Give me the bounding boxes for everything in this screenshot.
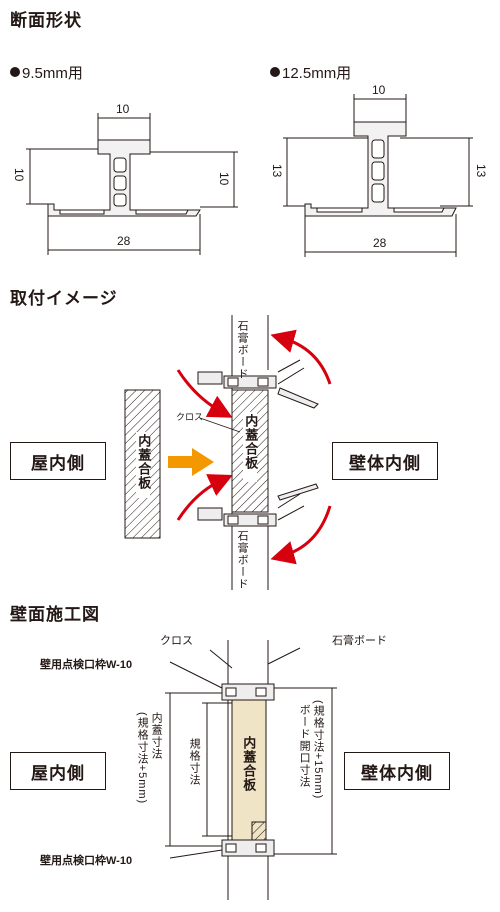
bullet-icon — [270, 67, 280, 77]
dim-left-height: 13 — [270, 164, 284, 178]
bullet-icon — [10, 67, 20, 77]
wall-inside-label: 壁体内側 — [332, 442, 438, 480]
dim-bottom-width: 28 — [117, 234, 131, 248]
frame-top-label: 壁用点検口枠W-10 — [40, 659, 133, 671]
wall-cover-board-label: 内蓋合板 — [241, 736, 257, 792]
dim-top-width: 10 — [116, 102, 130, 116]
dim-top-width: 10 — [372, 83, 386, 97]
cloth-label: クロス — [176, 412, 204, 422]
profile-label-9-5: 9.5mm用 — [10, 62, 83, 83]
dim-right-height: 10 — [217, 172, 231, 186]
std-dim-label: 規格寸法 — [188, 738, 201, 786]
board-opening-label: ボード開口寸法 — [298, 704, 311, 788]
wall-cloth-label: クロス — [160, 635, 193, 647]
profile-label-text: 9.5mm用 — [22, 65, 83, 82]
cover-board-center-label: 内蓋合板 — [243, 414, 259, 470]
section-title-mounting: 取付イメージ — [10, 289, 118, 308]
profile-9-5-drawing — [26, 113, 238, 255]
dim-bottom-width: 28 — [373, 236, 387, 250]
indoor-side-label: 屋内側 — [10, 442, 106, 480]
board-opening-note: (規格寸法+15mm) — [312, 700, 325, 800]
section-title-profile: 断面形状 — [10, 11, 82, 30]
wall-drawing — [165, 640, 337, 900]
wall-gypsum-label: 石膏ボード — [332, 635, 387, 647]
insert-arrow — [168, 448, 214, 476]
gypsum-top-label: 石膏ボード — [236, 320, 249, 380]
mounting-drawing — [124, 315, 319, 590]
dim-left-height: 10 — [12, 168, 26, 182]
frame-bottom-label: 壁用点検口枠W-10 — [40, 855, 133, 867]
section-title-wall: 壁面施工図 — [10, 605, 100, 624]
inner-dim-label: 内蓋寸法 — [150, 712, 163, 760]
install-arrows — [176, 329, 332, 565]
profile-label-text: 12.5mm用 — [282, 65, 352, 82]
wall-inside-label-2: 壁体内側 — [344, 752, 450, 790]
gypsum-bottom-label: 石膏ボード — [236, 530, 249, 590]
cover-board-label: 内蓋合板 — [136, 434, 152, 490]
profile-label-12-5: 12.5mm用 — [270, 62, 351, 83]
dim-right-height: 13 — [474, 164, 488, 178]
profile-12-5-drawing — [283, 94, 473, 257]
wall-indoor-label: 屋内側 — [10, 752, 106, 790]
inner-dim-note: (規格寸法+5mm) — [136, 712, 149, 805]
